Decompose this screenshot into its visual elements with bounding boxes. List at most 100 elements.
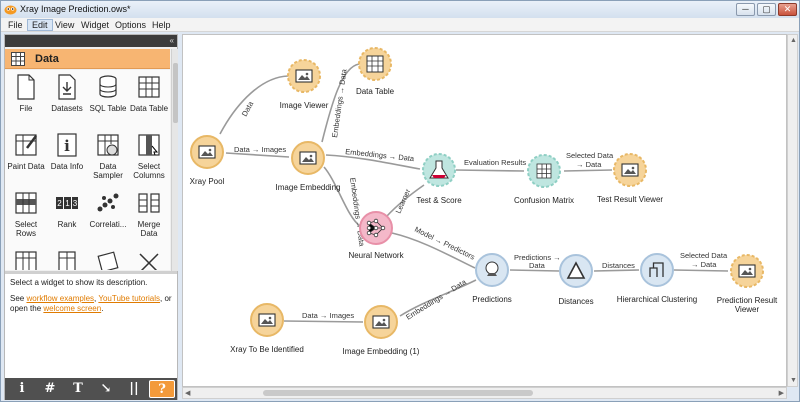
menu-file[interactable]: File (8, 20, 23, 30)
node-test-result-viewer[interactable]: Test Result Viewer (597, 153, 663, 204)
scroll-right-icon[interactable]: ▶ (778, 390, 784, 397)
widget-partial-3[interactable] (88, 244, 128, 270)
link-predictions-distances[interactable] (509, 269, 560, 272)
widget-merge-data[interactable]: Merge Data (129, 186, 169, 244)
svg-text:2: 2 (57, 199, 62, 208)
svg-text:Prediction Result: Prediction Result (717, 296, 778, 305)
menu-view[interactable]: View (55, 20, 75, 30)
paint-brush-icon (15, 134, 37, 156)
toolbox-scroll-thumb[interactable] (173, 63, 178, 123)
link-neuralnetwork-predictions[interactable] (391, 232, 476, 269)
arrow-annotation-button[interactable]: ↘ (100, 381, 112, 396)
widget-file[interactable]: File (6, 70, 46, 128)
node-distances[interactable]: Distances (558, 254, 594, 306)
widget-paint-data[interactable]: Paint Data (6, 128, 46, 186)
node-image-embedding[interactable]: Image Embedding (276, 141, 341, 192)
node-prediction-result-viewer[interactable]: Prediction Result Viewer (717, 254, 778, 314)
link-xraypool-imageviewer[interactable] (219, 75, 289, 135)
workflow-canvas[interactable]: Data Embeddings → Data Data → Images Emb… (182, 34, 787, 387)
link-label-to-data-1: → Data (576, 160, 602, 169)
node-xray-pool[interactable]: Xray Pool (190, 135, 225, 186)
widget-data-info[interactable]: i Data Info (47, 128, 87, 186)
widget-datasets[interactable]: Datasets (47, 70, 87, 128)
widget-data-sampler[interactable]: Data Sampler (88, 128, 128, 186)
menu-edit[interactable]: Edit (27, 19, 53, 31)
impute-icon (139, 253, 159, 270)
table-icon (138, 76, 160, 98)
link-testscore-confusionmatrix[interactable] (455, 169, 525, 172)
canvas-horizontal-scrollbar[interactable]: ◀ ▶ (182, 387, 787, 399)
link-imageembedding-testscore[interactable] (325, 154, 421, 170)
widget-partial-4[interactable] (129, 244, 169, 270)
node-predictions[interactable]: Predictions (472, 253, 512, 304)
grid-button[interactable]: # (44, 381, 56, 396)
dendrogram-icon (649, 262, 664, 277)
category-data[interactable]: Data (5, 49, 170, 69)
widget-select-rows[interactable]: Select Rows (6, 186, 46, 244)
collapse-toolbox-button[interactable]: « (169, 36, 174, 45)
description-links: See workflow examples, YouTube tutorials… (10, 294, 172, 313)
widget-data-table[interactable]: Data Table (129, 70, 169, 128)
select-columns-icon (138, 134, 160, 156)
node-hierarchical-clustering[interactable]: Hierarchical Clustering (617, 253, 697, 304)
widget-sql-table[interactable]: SQL Table (88, 70, 128, 128)
node-data-table[interactable]: Data Table (356, 47, 395, 96)
link-imageembedding-neuralnetwork[interactable] (323, 166, 361, 227)
canvas-vertical-scrollbar[interactable]: ▲ ▼ (787, 34, 798, 387)
menu-widget[interactable]: Widget (81, 20, 110, 30)
svg-text:Test & Score: Test & Score (416, 196, 462, 205)
menu-options[interactable]: Options (115, 20, 147, 30)
widget-partial-2[interactable] (47, 244, 87, 270)
workflow-examples-link[interactable]: workflow examples (26, 294, 95, 303)
widget-select-columns[interactable]: Select Columns (129, 128, 169, 186)
info-button[interactable]: i (19, 381, 25, 396)
svg-text:Image Embedding: Image Embedding (276, 183, 341, 192)
welcome-screen-link[interactable]: welcome screen (43, 304, 102, 313)
link-xraytobeid-imageembedding1[interactable] (283, 320, 364, 323)
link-label-selected-data-2: Selected Data (680, 251, 728, 260)
scroll-down-icon[interactable]: ▼ (790, 377, 797, 384)
node-xray-to-be-identified[interactable]: Xray To Be Identified (230, 303, 304, 354)
image-icon (258, 313, 276, 327)
link-neuralnetwork-testscore[interactable] (386, 184, 425, 217)
link-label-data-images-2: Data → Images (302, 311, 354, 320)
menu-help[interactable]: Help (152, 20, 171, 30)
text-annotation-button[interactable]: T (73, 381, 83, 396)
table-icon (366, 55, 384, 73)
toolbox-scrollbar[interactable] (171, 49, 178, 271)
link-hierarchical-predictionresult[interactable] (673, 269, 729, 272)
node-image-embedding-1[interactable]: Image Embedding (1) (343, 305, 420, 356)
info-icon: i (57, 133, 77, 157)
link-label-embeddings-data-2: Embeddings → Data (345, 147, 416, 163)
node-test-score[interactable]: Test & Score (416, 153, 462, 205)
svg-text:1: 1 (65, 199, 70, 208)
youtube-tutorials-link[interactable]: YouTube tutorials (98, 294, 161, 303)
node-neural-network[interactable]: Neural Network (348, 211, 405, 260)
widget-correlations[interactable]: Correlati... (88, 186, 128, 244)
link-xraypool-imageembedding[interactable] (225, 152, 290, 158)
link-imageembedding-datatable[interactable] (321, 63, 360, 143)
maximize-button[interactable]: ▢ (757, 3, 776, 16)
datasets-icon (58, 74, 76, 100)
widget-partial-1[interactable] (6, 244, 46, 270)
minimize-button[interactable]: ─ (736, 3, 755, 16)
links (219, 63, 729, 323)
scroll-up-icon[interactable]: ▲ (790, 37, 797, 44)
link-confusionmatrix-testresultviewer[interactable] (563, 169, 613, 172)
pause-button[interactable]: || (129, 381, 139, 396)
node-image-viewer[interactable]: Image Viewer (280, 59, 329, 110)
svg-text:Xray Pool: Xray Pool (190, 177, 225, 186)
node-confusion-matrix[interactable]: Confusion Matrix (514, 154, 574, 205)
canvas-scroll-thumb[interactable] (263, 390, 533, 396)
svg-text:Hierarchical Clustering: Hierarchical Clustering (617, 295, 697, 304)
panel-splitter[interactable] (5, 271, 177, 274)
help-button[interactable]: ? (149, 380, 175, 398)
table-icon (11, 52, 25, 66)
link-imageembedding1-predictions[interactable] (399, 279, 477, 317)
file-icon (17, 74, 35, 100)
close-button[interactable]: ✕ (778, 3, 797, 16)
scroll-left-icon[interactable]: ◀ (185, 390, 191, 397)
image-icon (299, 151, 317, 165)
link-distances-hierarchical[interactable] (593, 269, 640, 272)
